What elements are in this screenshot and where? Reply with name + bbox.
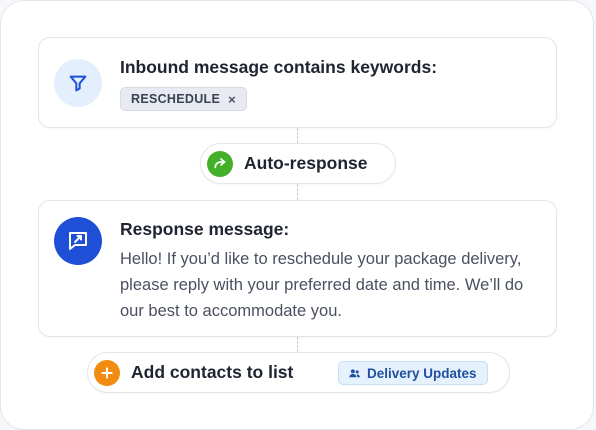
plus-icon [94, 359, 120, 386]
response-message-card[interactable]: Response message: Hello! If you’d like t… [38, 200, 557, 337]
auto-response-step[interactable]: Auto-response [200, 143, 396, 184]
keyword-chip-label: RESCHEDULE [131, 92, 221, 106]
close-icon[interactable]: × [228, 91, 237, 107]
people-icon [348, 367, 361, 380]
arrow-forward-icon [207, 150, 233, 177]
chat-message-icon [54, 217, 102, 265]
response-title: Response message: [120, 219, 290, 239]
contact-list-badge[interactable]: Delivery Updates [338, 361, 488, 385]
response-body: Hello! If you’d like to reschedule your … [120, 250, 524, 320]
add-contacts-step[interactable]: Add contacts to list Delivery Updates [87, 352, 510, 393]
keyword-chip[interactable]: RESCHEDULE × [120, 87, 248, 111]
trigger-title: Inbound message contains keywords: [120, 57, 438, 77]
contact-list-name: Delivery Updates [367, 365, 477, 381]
connector-line [297, 184, 298, 200]
trigger-card[interactable]: Inbound message contains keywords: RESCH… [38, 37, 557, 128]
add-contacts-label: Add contacts to list [131, 362, 294, 382]
auto-response-label: Auto-response [244, 153, 368, 173]
filter-icon [54, 59, 102, 107]
connector-line [297, 337, 298, 352]
connector-line [297, 128, 298, 143]
